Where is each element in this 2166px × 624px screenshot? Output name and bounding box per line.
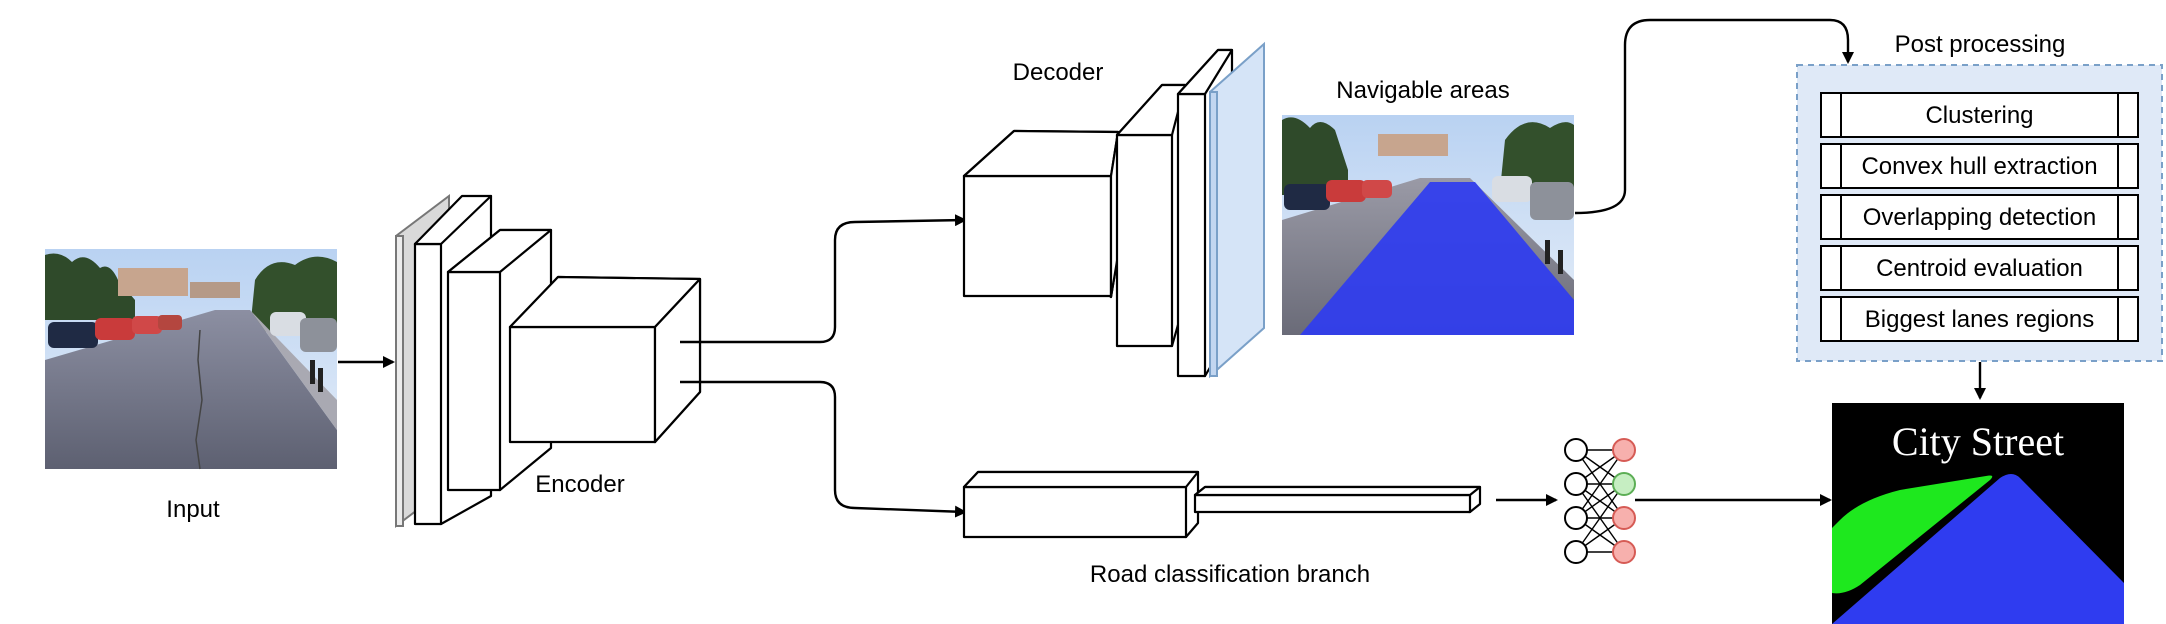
navigable-to-postprocessing-arrow (1574, 18, 1854, 215)
encoder-block (395, 193, 702, 529)
decoder-block (962, 41, 1265, 379)
step-box (1820, 296, 2139, 342)
post-processing-step: Biggest lanes regions (1820, 296, 2139, 342)
step-label: Overlapping detection (1863, 204, 2096, 231)
step-box (1820, 143, 2139, 189)
post-processing-step: Overlapping detection (1820, 194, 2139, 240)
input-label: Input (166, 496, 220, 523)
decoder-label: Decoder (1013, 59, 1104, 86)
post-processing-step: Clustering (1820, 92, 2139, 138)
post-processing-title: Post processing (1895, 31, 2066, 58)
encoder-to-decoder-arrow (680, 214, 967, 344)
input-road-photo (45, 249, 337, 470)
classification-branch-block (962, 470, 1482, 539)
navigable-areas-label: Navigable areas (1336, 77, 1509, 104)
segmentation-output-image (1832, 403, 2124, 624)
navigable-areas-photo (1282, 115, 1574, 335)
post-processing-step: Centroid evaluation (1820, 245, 2139, 291)
step-label: Convex hull extraction (1861, 153, 2097, 180)
step-label: Biggest lanes regions (1865, 306, 2094, 333)
step-box (1820, 92, 2139, 138)
step-label: Clustering (1925, 102, 2033, 129)
road-classification-label: Road classification branch (1090, 561, 1370, 588)
encoder-to-classifier-arrow (680, 380, 967, 518)
output-class-label: City Street (1892, 419, 2064, 464)
step-box (1820, 194, 2139, 240)
post-processing-step: Convex hull extraction (1820, 143, 2139, 189)
neural-network-icon (1564, 438, 1636, 564)
step-box (1820, 245, 2139, 291)
encoder-label: Encoder (535, 471, 624, 498)
step-label: Centroid evaluation (1876, 255, 2083, 282)
